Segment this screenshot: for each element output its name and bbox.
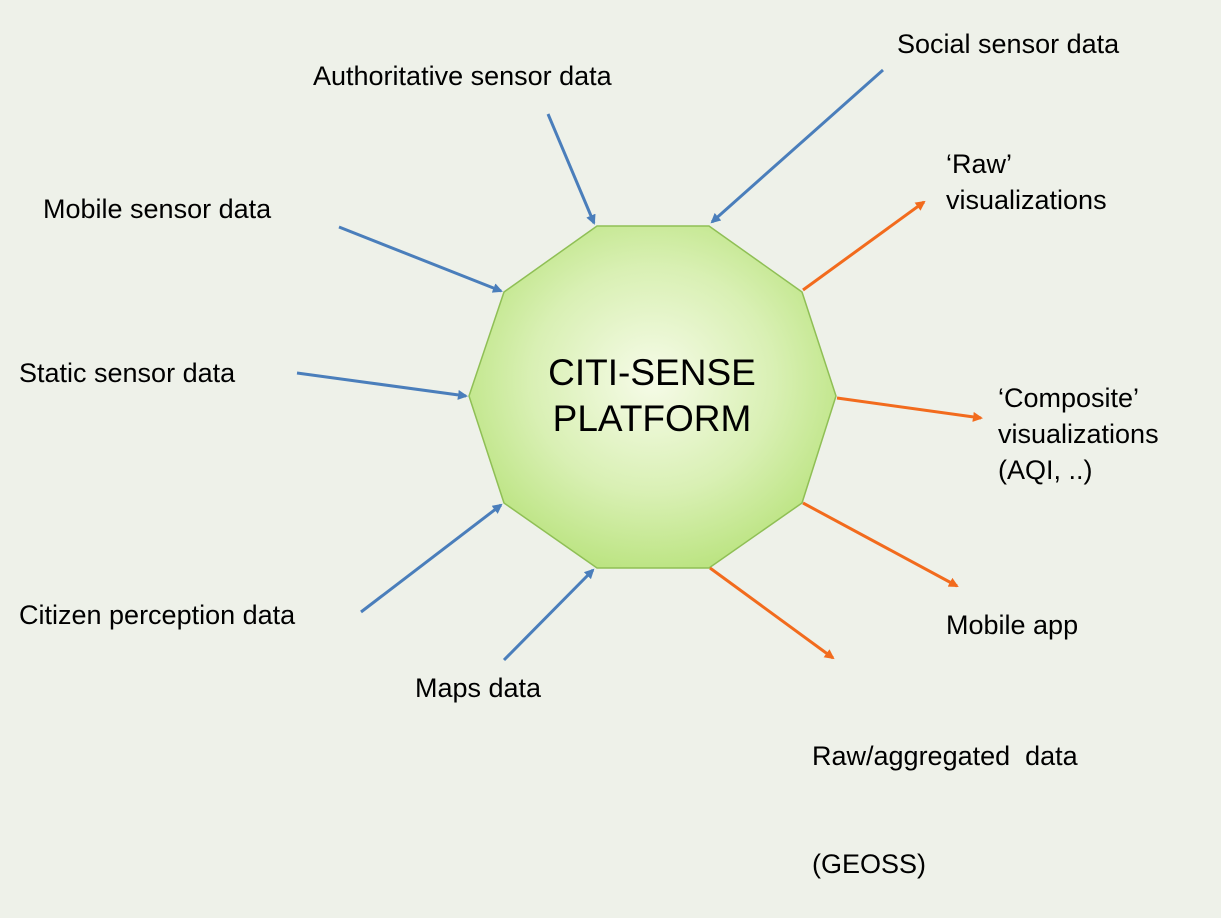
label-raw-visualizations-line1: ‘Raw’ — [946, 149, 1013, 179]
label-social-sensor-data: Social sensor data — [897, 29, 1120, 59]
output-arrow-raw-data — [709, 566, 835, 660]
label-composite-visualizations-line3: (AQI, ..) — [998, 455, 1093, 485]
input-arrow-mobile — [338, 225, 503, 293]
input-arrow-social — [710, 68, 884, 224]
label-raw-visualizations-line2: visualizations — [946, 185, 1107, 215]
label-raw-aggregated-data-line1: Raw/aggregated data — [812, 741, 1078, 771]
label-mobile-app: Mobile app — [946, 610, 1079, 640]
label-raw-aggregated-data-line2: (GEOSS) — [812, 849, 927, 879]
input-arrow-citizen — [360, 503, 503, 614]
output-arrow-composite-viz — [836, 396, 983, 422]
platform-title: CITI-SENSE PLATFORM — [472, 350, 832, 442]
label-composite-visualizations-line1: ‘Composite’ — [998, 383, 1140, 413]
input-arrow-maps — [502, 568, 595, 662]
platform-title-line1: CITI-SENSE — [548, 352, 756, 393]
label-raw-aggregated-data: Raw/aggregated data (GEOSS) — [812, 666, 1078, 918]
label-raw-visualizations: ‘Raw’ visualizations — [946, 146, 1107, 218]
output-arrow-raw-viz — [802, 200, 926, 292]
output-arrow-mobile-app — [802, 501, 959, 588]
label-composite-visualizations: ‘Composite’ visualizations (AQI, ..) — [998, 380, 1159, 488]
label-composite-visualizations-line2: visualizations — [998, 419, 1159, 449]
label-citizen-perception-data: Citizen perception data — [19, 600, 296, 630]
label-authoritative-sensor-data: Authoritative sensor data — [313, 61, 612, 91]
label-maps-data: Maps data — [415, 673, 542, 703]
citi-sense-diagram — [296, 68, 983, 662]
input-arrow-authoritative — [546, 113, 596, 225]
platform-title-line2: PLATFORM — [552, 398, 752, 439]
platform-decagon — [468, 225, 837, 569]
label-mobile-sensor-data: Mobile sensor data — [43, 194, 272, 224]
label-static-sensor-data: Static sensor data — [19, 358, 236, 388]
input-arrow-static — [296, 371, 468, 400]
